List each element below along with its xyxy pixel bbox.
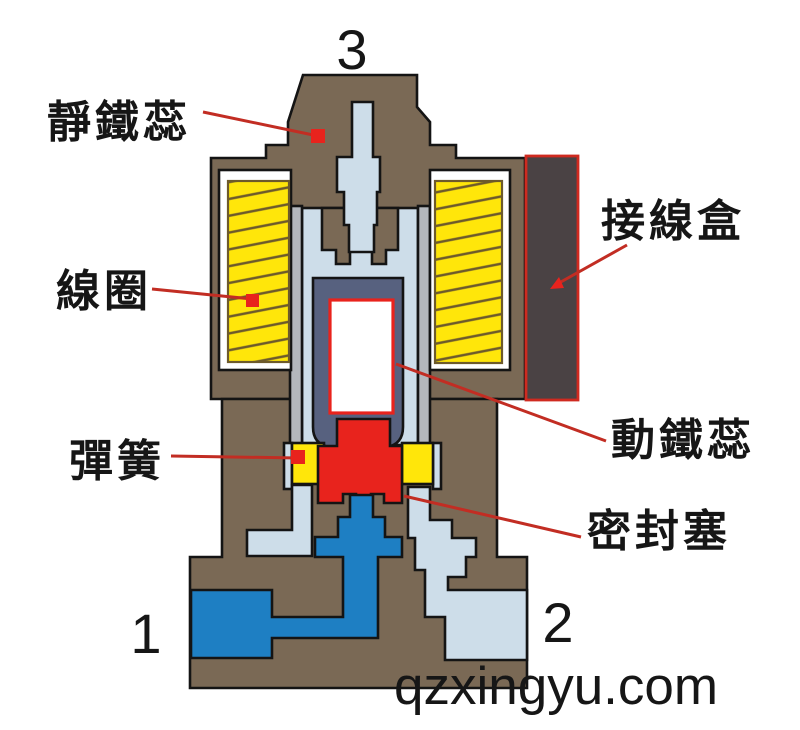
label-coil: 線圈 (56, 266, 152, 317)
coil-winding-left-hatch (228, 181, 289, 362)
leader-spring-marker (291, 450, 305, 464)
leader-junction-box (558, 243, 628, 285)
pilot-stem-channel (335, 100, 382, 254)
label-moving-core: 動鐵蕊 (611, 415, 755, 466)
leader-spring (170, 454, 299, 460)
leader-coil-marker (246, 294, 259, 307)
leader-moving-core (395, 362, 607, 443)
label-junction-box: 接線盒 (601, 196, 745, 247)
port-3-number: 3 (336, 18, 367, 81)
coil-winding-right-hatch (435, 181, 502, 363)
watermark-text: qzxingyu.com (394, 657, 718, 716)
leader-seal-plug (403, 494, 582, 539)
label-seal-plug: 密封塞 (587, 506, 731, 557)
fluid-path-port1 (189, 493, 404, 660)
label-static-core: 靜鐵蕊 (47, 97, 191, 148)
moving-core-window (328, 298, 395, 415)
leader-junction-box-arrowhead (550, 277, 564, 289)
guide-tube-wall-right (416, 204, 432, 447)
port-1-number: 1 (130, 602, 161, 665)
drain-passage-right-port2 (406, 485, 529, 662)
label-spring: 彈簧 (69, 436, 165, 487)
leader-coil (151, 287, 253, 301)
leader-static-core-marker (311, 129, 325, 143)
leader-static-core (202, 110, 319, 138)
port-2-number: 2 (542, 591, 573, 654)
spring-right (400, 441, 435, 486)
